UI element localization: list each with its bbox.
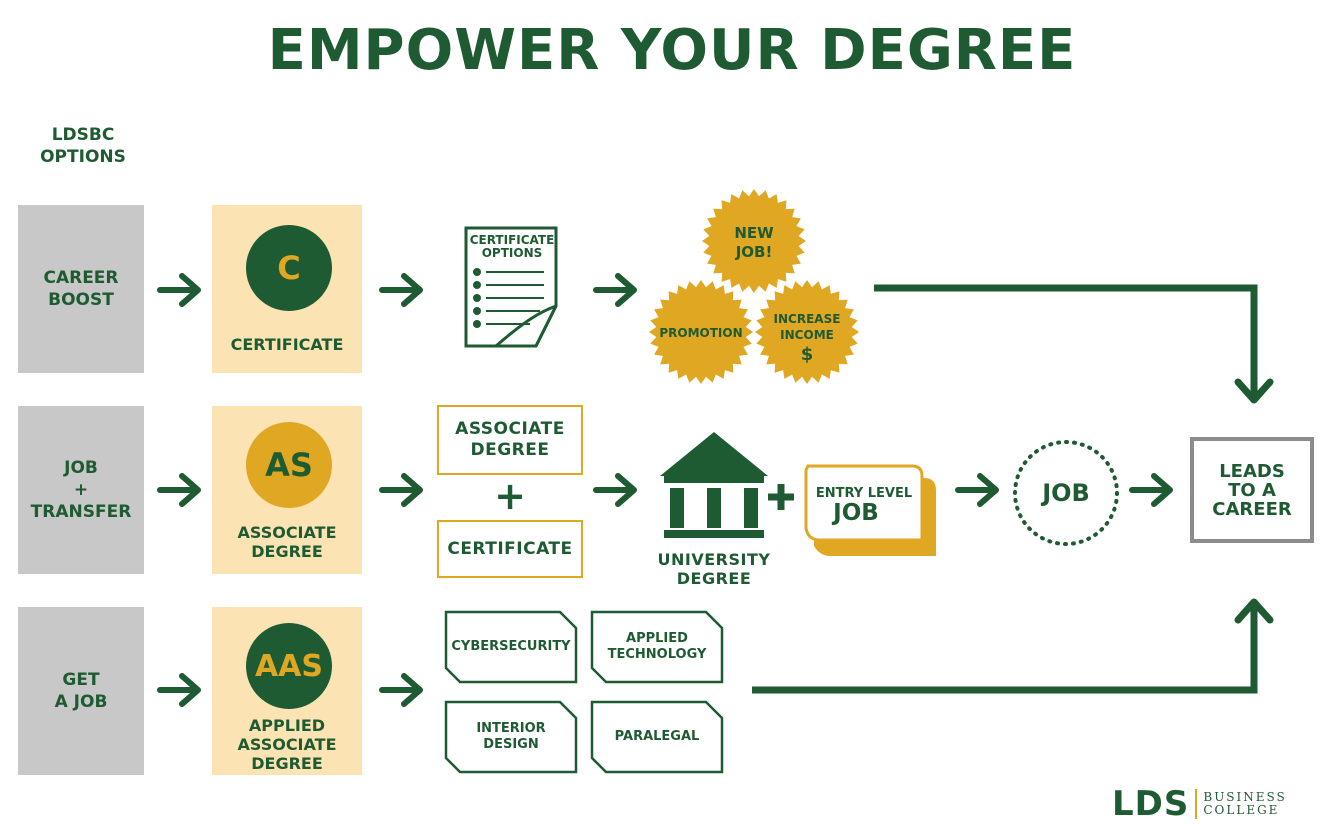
entry-level-label: ENTRY LEVEL <box>815 486 913 501</box>
label-line: TO A <box>1228 479 1276 501</box>
job-label: JOB <box>1042 479 1090 507</box>
degree-label: ASSOCIATE DEGREE <box>212 523 362 561</box>
plus-sign: + <box>494 474 526 518</box>
arrow-right-icon <box>958 476 996 504</box>
degree-label-line: APPLIED <box>248 716 326 735</box>
label-line: DESIGN <box>483 737 539 752</box>
label-line: ASSOCIATE <box>455 419 565 439</box>
outcome-new-job: NEW JOB! <box>704 224 804 262</box>
entry-level-card <box>804 464 936 556</box>
university-icon <box>660 432 768 538</box>
document-icon <box>464 226 558 348</box>
arrow-down-icon <box>1234 378 1274 404</box>
label-line: JOB! <box>735 243 773 261</box>
label-line: INCOME <box>780 328 834 342</box>
box-associate-degree: ASSOCIATE DEGREE <box>437 405 583 475</box>
label-line: OPTIONS <box>481 246 543 260</box>
arrow-right-icon <box>1132 476 1170 504</box>
arrow-up-icon <box>1234 598 1274 624</box>
logo-text: BUSINESS COLLEGE <box>1203 791 1286 817</box>
logo-line2: COLLEGE <box>1203 803 1280 817</box>
degree-label: CERTIFICATE <box>230 335 344 354</box>
entry-job-label: JOB <box>833 500 879 526</box>
option-label-line: GET <box>62 670 100 690</box>
program-paralegal: PARALEGAL <box>614 729 700 744</box>
university-degree-label: UNIVERSITY DEGREE <box>650 550 778 588</box>
degree-label-line: DEGREE <box>251 542 323 561</box>
arrow-right-icon <box>382 476 420 504</box>
option-label-line: CAREER <box>43 268 119 288</box>
label-line: CERTIFICATE <box>469 233 555 247</box>
label-line: APPLIED <box>626 631 688 646</box>
arrow-right-icon <box>160 476 198 504</box>
option-get-a-job: GET A JOB <box>18 607 144 775</box>
outcome-promotion: PROMOTION <box>659 326 743 340</box>
starburst-promotion <box>649 280 753 384</box>
label-line: NEW <box>734 224 774 242</box>
degree-badge-as: AS <box>246 422 332 508</box>
program-tags <box>444 610 724 774</box>
degree-label-line: DEGREE <box>251 754 323 773</box>
destination-leads-to-career: LEADS TO A CAREER <box>1190 437 1314 543</box>
box-certificate: CERTIFICATE <box>437 520 583 578</box>
options-header-line2: OPTIONS <box>40 147 126 167</box>
degree-applied-associate: AAS APPLIED ASSOCIATE DEGREE <box>212 607 362 775</box>
degree-certificate: C CERTIFICATE <box>212 205 362 373</box>
degree-label-line: ASSOCIATE <box>237 523 337 542</box>
option-label-line: JOB <box>64 458 98 478</box>
page-title: EMPOWER YOUR DEGREE <box>267 18 1077 83</box>
program-applied-technology: APPLIED TECHNOLOGY <box>592 612 722 682</box>
starburst-increase-income <box>755 280 859 384</box>
arrow-right-icon <box>596 276 634 304</box>
logo-line1: BUSINESS <box>1203 790 1287 804</box>
degree-label-line: ASSOCIATE <box>237 735 337 754</box>
options-header-line1: LDSBC <box>51 125 115 145</box>
label-line: CAREER <box>1212 498 1292 520</box>
label-line: DEGREE <box>470 440 550 460</box>
degree-associate: AS ASSOCIATE DEGREE <box>212 406 362 574</box>
logo-divider <box>1195 789 1198 819</box>
options-header: LDSBC OPTIONS <box>30 124 136 168</box>
connector-bottom <box>752 604 1258 694</box>
option-label-line: BOOST <box>48 290 114 310</box>
label-line: INCREASE <box>773 312 841 326</box>
degree-badge-c: C <box>246 225 332 311</box>
logo-mark: LDS <box>1112 784 1190 824</box>
label-line: UNIVERSITY <box>657 550 771 569</box>
plus-icon <box>768 484 794 510</box>
arrow-right-icon <box>160 276 198 304</box>
job-ring <box>1013 440 1119 546</box>
outcome-increase-income: INCREASE INCOME $ <box>756 311 858 367</box>
program-cybersecurity: CYBERSECURITY <box>451 639 571 654</box>
starburst-new-job <box>702 189 806 293</box>
label-line: TECHNOLOGY <box>607 647 707 662</box>
program-interior-design: INTERIOR DESIGN <box>446 702 576 772</box>
option-label-line: TRANSFER <box>30 502 132 522</box>
option-label-line: A JOB <box>54 692 108 712</box>
arrow-right-icon <box>382 676 420 704</box>
dollar-sign: $ <box>800 344 814 365</box>
label-line: INTERIOR <box>476 721 546 736</box>
option-job-transfer: JOB + TRANSFER <box>18 406 144 574</box>
degree-label: APPLIED ASSOCIATE DEGREE <box>212 716 362 773</box>
logo: LDS BUSINESS COLLEGE <box>1112 786 1287 822</box>
label-line: LEADS <box>1219 460 1285 482</box>
arrow-right-icon <box>596 476 634 504</box>
connector-top <box>874 284 1258 398</box>
option-career-boost: CAREER BOOST <box>18 205 144 373</box>
label-line: DEGREE <box>676 569 752 588</box>
arrow-right-icon <box>382 276 420 304</box>
degree-badge-aas: AAS <box>246 623 332 709</box>
arrow-right-icon <box>160 676 198 704</box>
certificate-options-label: CERTIFICATE OPTIONS <box>466 234 558 260</box>
option-label-line: + <box>73 480 89 500</box>
